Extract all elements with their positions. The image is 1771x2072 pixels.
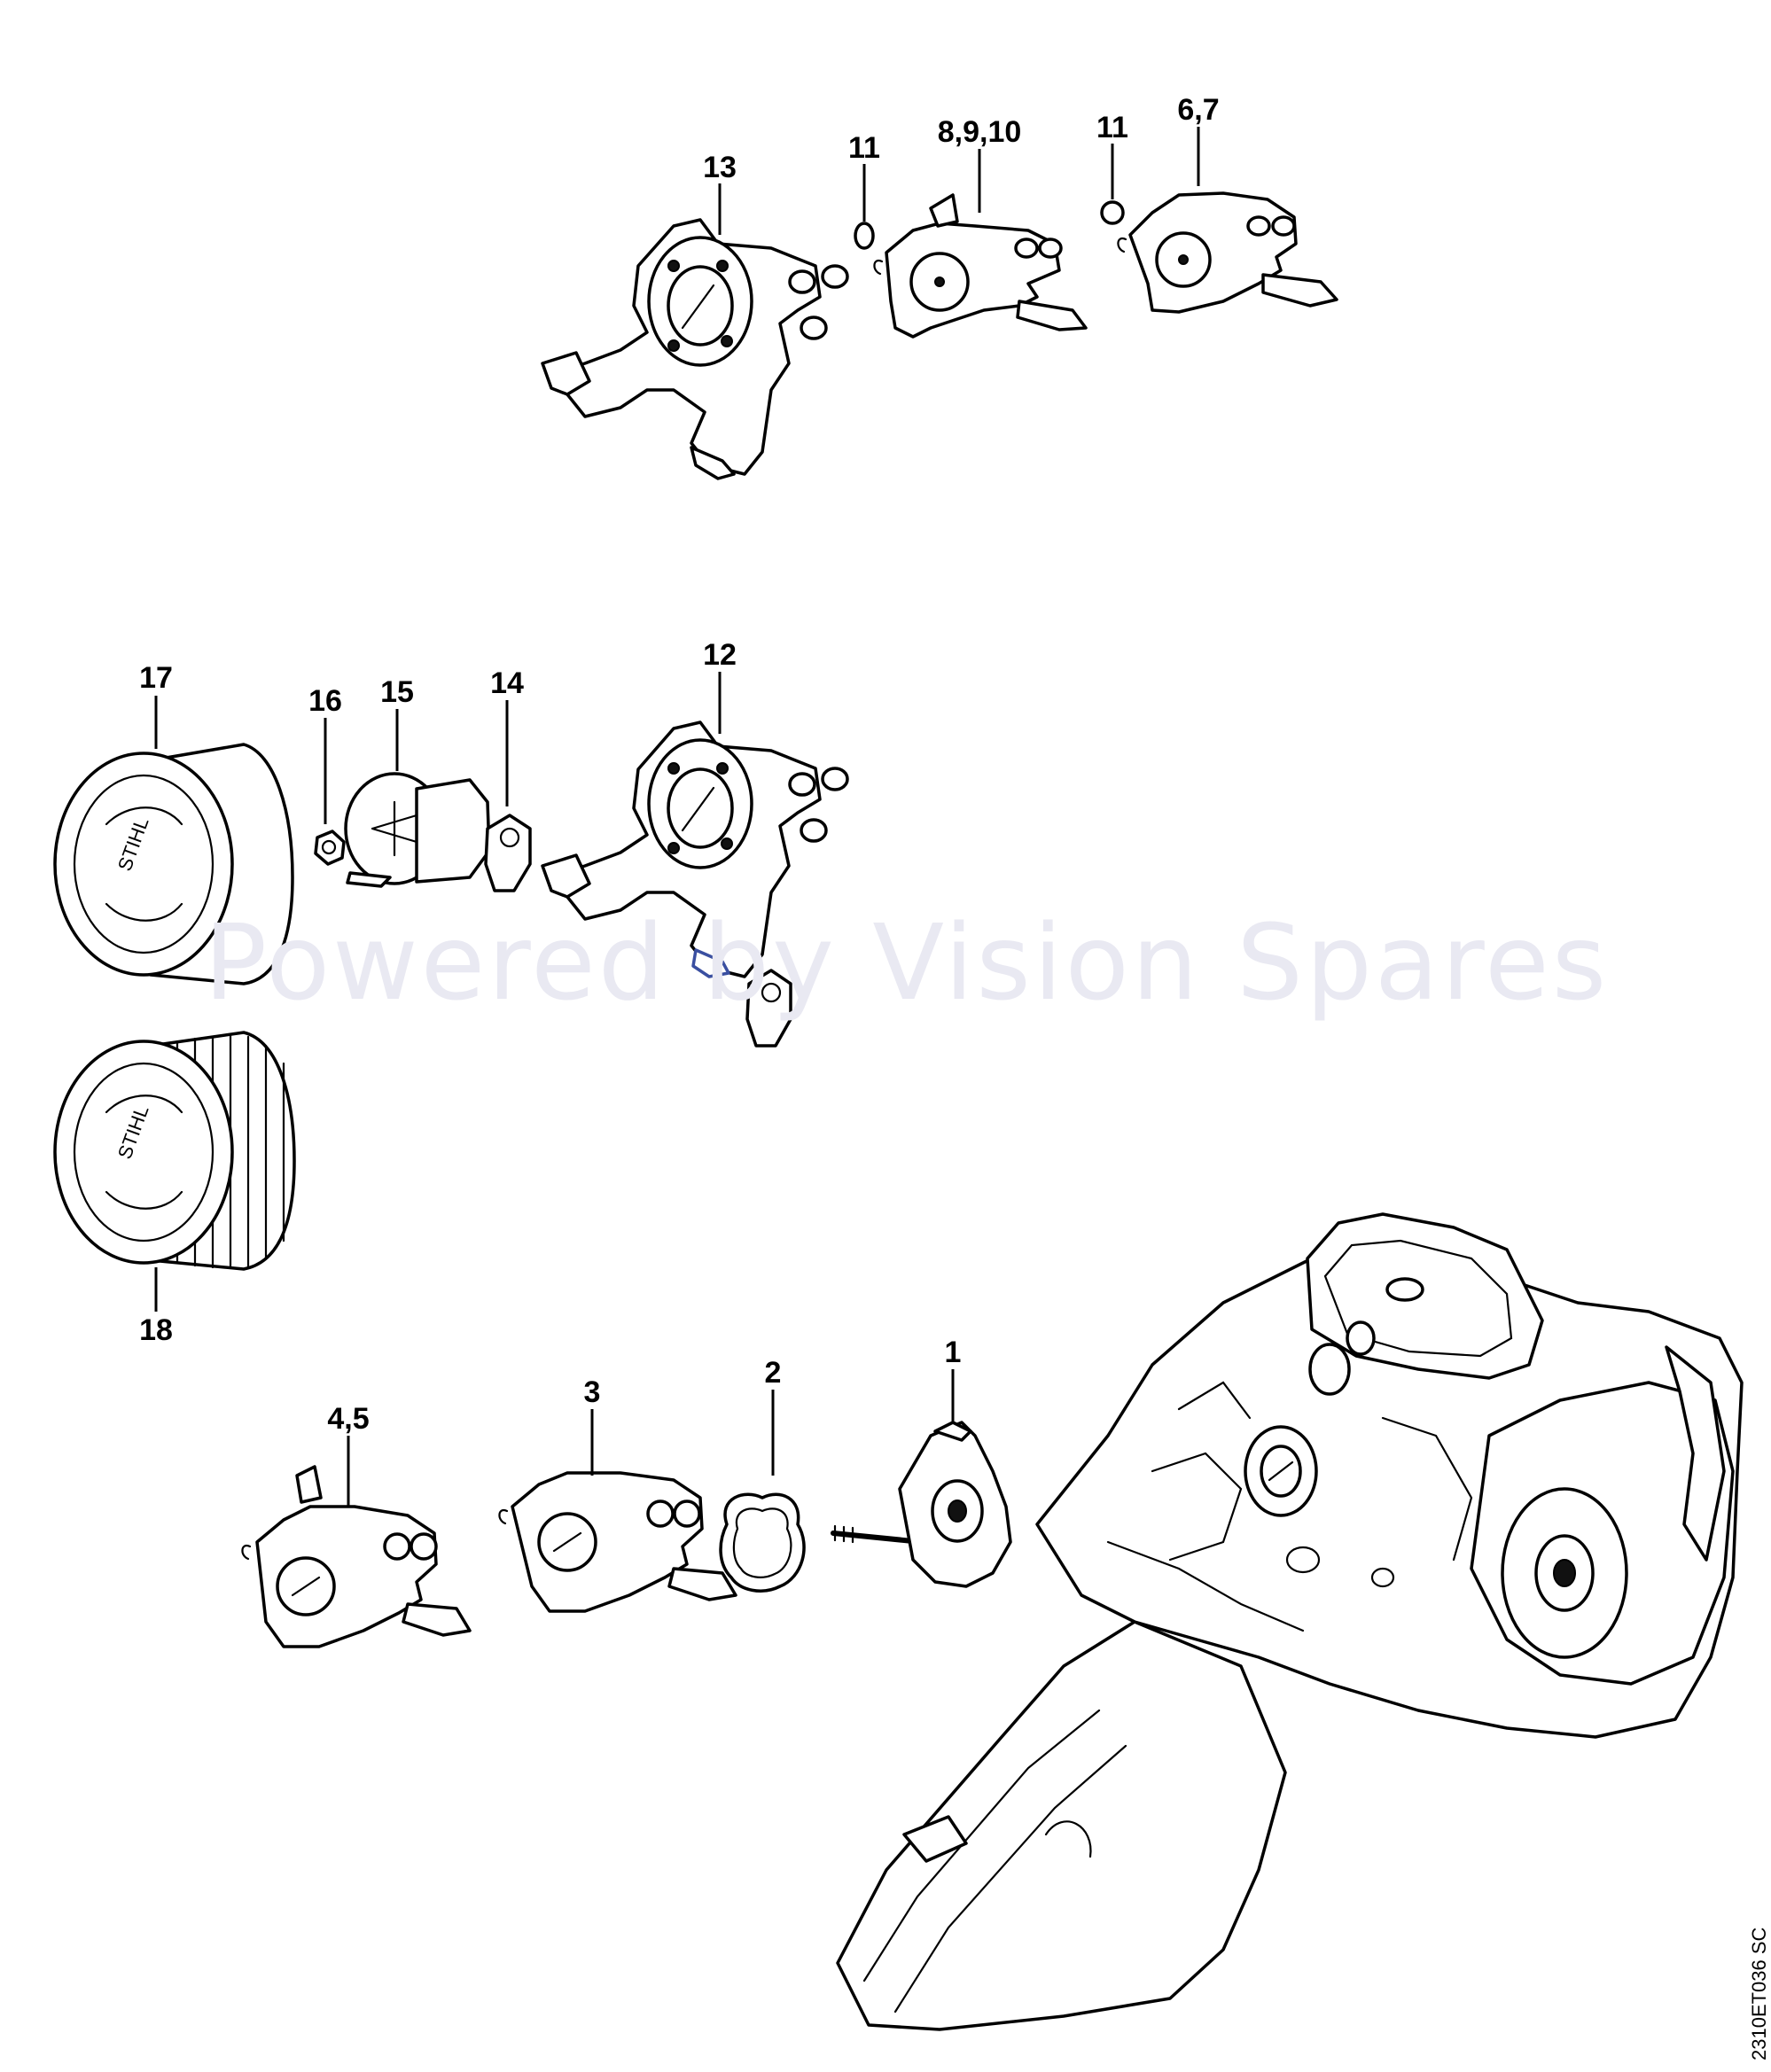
part-16-nut bbox=[314, 830, 346, 866]
callout-18: 18 bbox=[139, 1313, 173, 1347]
chainsaw-body bbox=[836, 1212, 1744, 2031]
part-18-air-filter: STIHL bbox=[53, 1031, 296, 1271]
callout-11-left: 11 bbox=[848, 131, 880, 165]
part-8-9-10-carburetor bbox=[873, 193, 1088, 339]
callout-17: 17 bbox=[139, 661, 173, 695]
part-17-air-filter: STIHL bbox=[53, 743, 294, 985]
callout-1: 1 bbox=[945, 1336, 962, 1369]
watermark-text: Powered by Vision Spares bbox=[204, 901, 1609, 1024]
part-15-baffle bbox=[344, 772, 491, 888]
callout-11-right: 11 bbox=[1096, 111, 1128, 144]
part-12-manifold bbox=[541, 721, 849, 978]
part-3-carburetor bbox=[498, 1471, 737, 1613]
callout-15: 15 bbox=[380, 675, 414, 709]
callout-6-7: 6,7 bbox=[1177, 93, 1219, 127]
callout-4-5: 4,5 bbox=[327, 1402, 369, 1436]
reference-code: 2310ET036 SC bbox=[1748, 1927, 1770, 2060]
part-6-7-carburetor bbox=[1117, 191, 1338, 314]
part-2-gasket bbox=[719, 1492, 806, 1593]
part-13-manifold bbox=[541, 218, 849, 480]
callout-16: 16 bbox=[308, 684, 342, 718]
part-11-o-ring-left bbox=[854, 222, 875, 250]
part-11-o-ring-right bbox=[1100, 200, 1125, 225]
callout-14: 14 bbox=[490, 666, 524, 700]
callout-13: 13 bbox=[703, 151, 737, 184]
callout-12: 12 bbox=[703, 638, 737, 672]
callout-3: 3 bbox=[584, 1375, 601, 1409]
callout-2: 2 bbox=[765, 1356, 782, 1390]
part-14-boot bbox=[484, 814, 532, 892]
part-1-flange bbox=[831, 1421, 1012, 1588]
callout-8-9-10: 8,9,10 bbox=[938, 115, 1022, 149]
part-boot-loose bbox=[745, 969, 792, 1048]
part-4-5-carburetor bbox=[241, 1465, 472, 1648]
